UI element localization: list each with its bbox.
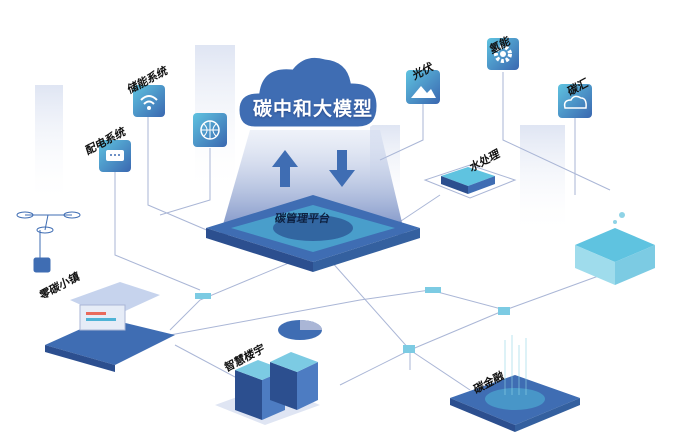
network-tile [193, 113, 227, 147]
carbon-sink-tile [558, 84, 592, 118]
data-beam [220, 130, 405, 235]
distribution-tile [99, 140, 131, 172]
zero-carbon-town-laptop [45, 282, 175, 372]
smart-building-servers [215, 352, 320, 425]
pie-chart-icon [278, 320, 322, 340]
drone-icon [16, 211, 81, 273]
storage-cabinet [575, 212, 655, 285]
carbon-finance-platform [450, 335, 580, 432]
cloud-icon [236, 54, 380, 130]
background-buildings [35, 45, 565, 235]
hydrogen-tile [487, 38, 519, 70]
junction-nodes [195, 287, 510, 353]
up-arrow-icon [272, 150, 298, 187]
platform-label: 碳管理平台 [273, 212, 332, 225]
solar-tile [406, 70, 440, 104]
carbon-neutral-model-title: 碳中和大模型 [252, 98, 373, 120]
storage-tile [133, 85, 165, 117]
down-arrow-icon [329, 150, 355, 187]
carbon-management-platform-chip [206, 195, 420, 272]
water-treatment-unit [423, 164, 517, 199]
